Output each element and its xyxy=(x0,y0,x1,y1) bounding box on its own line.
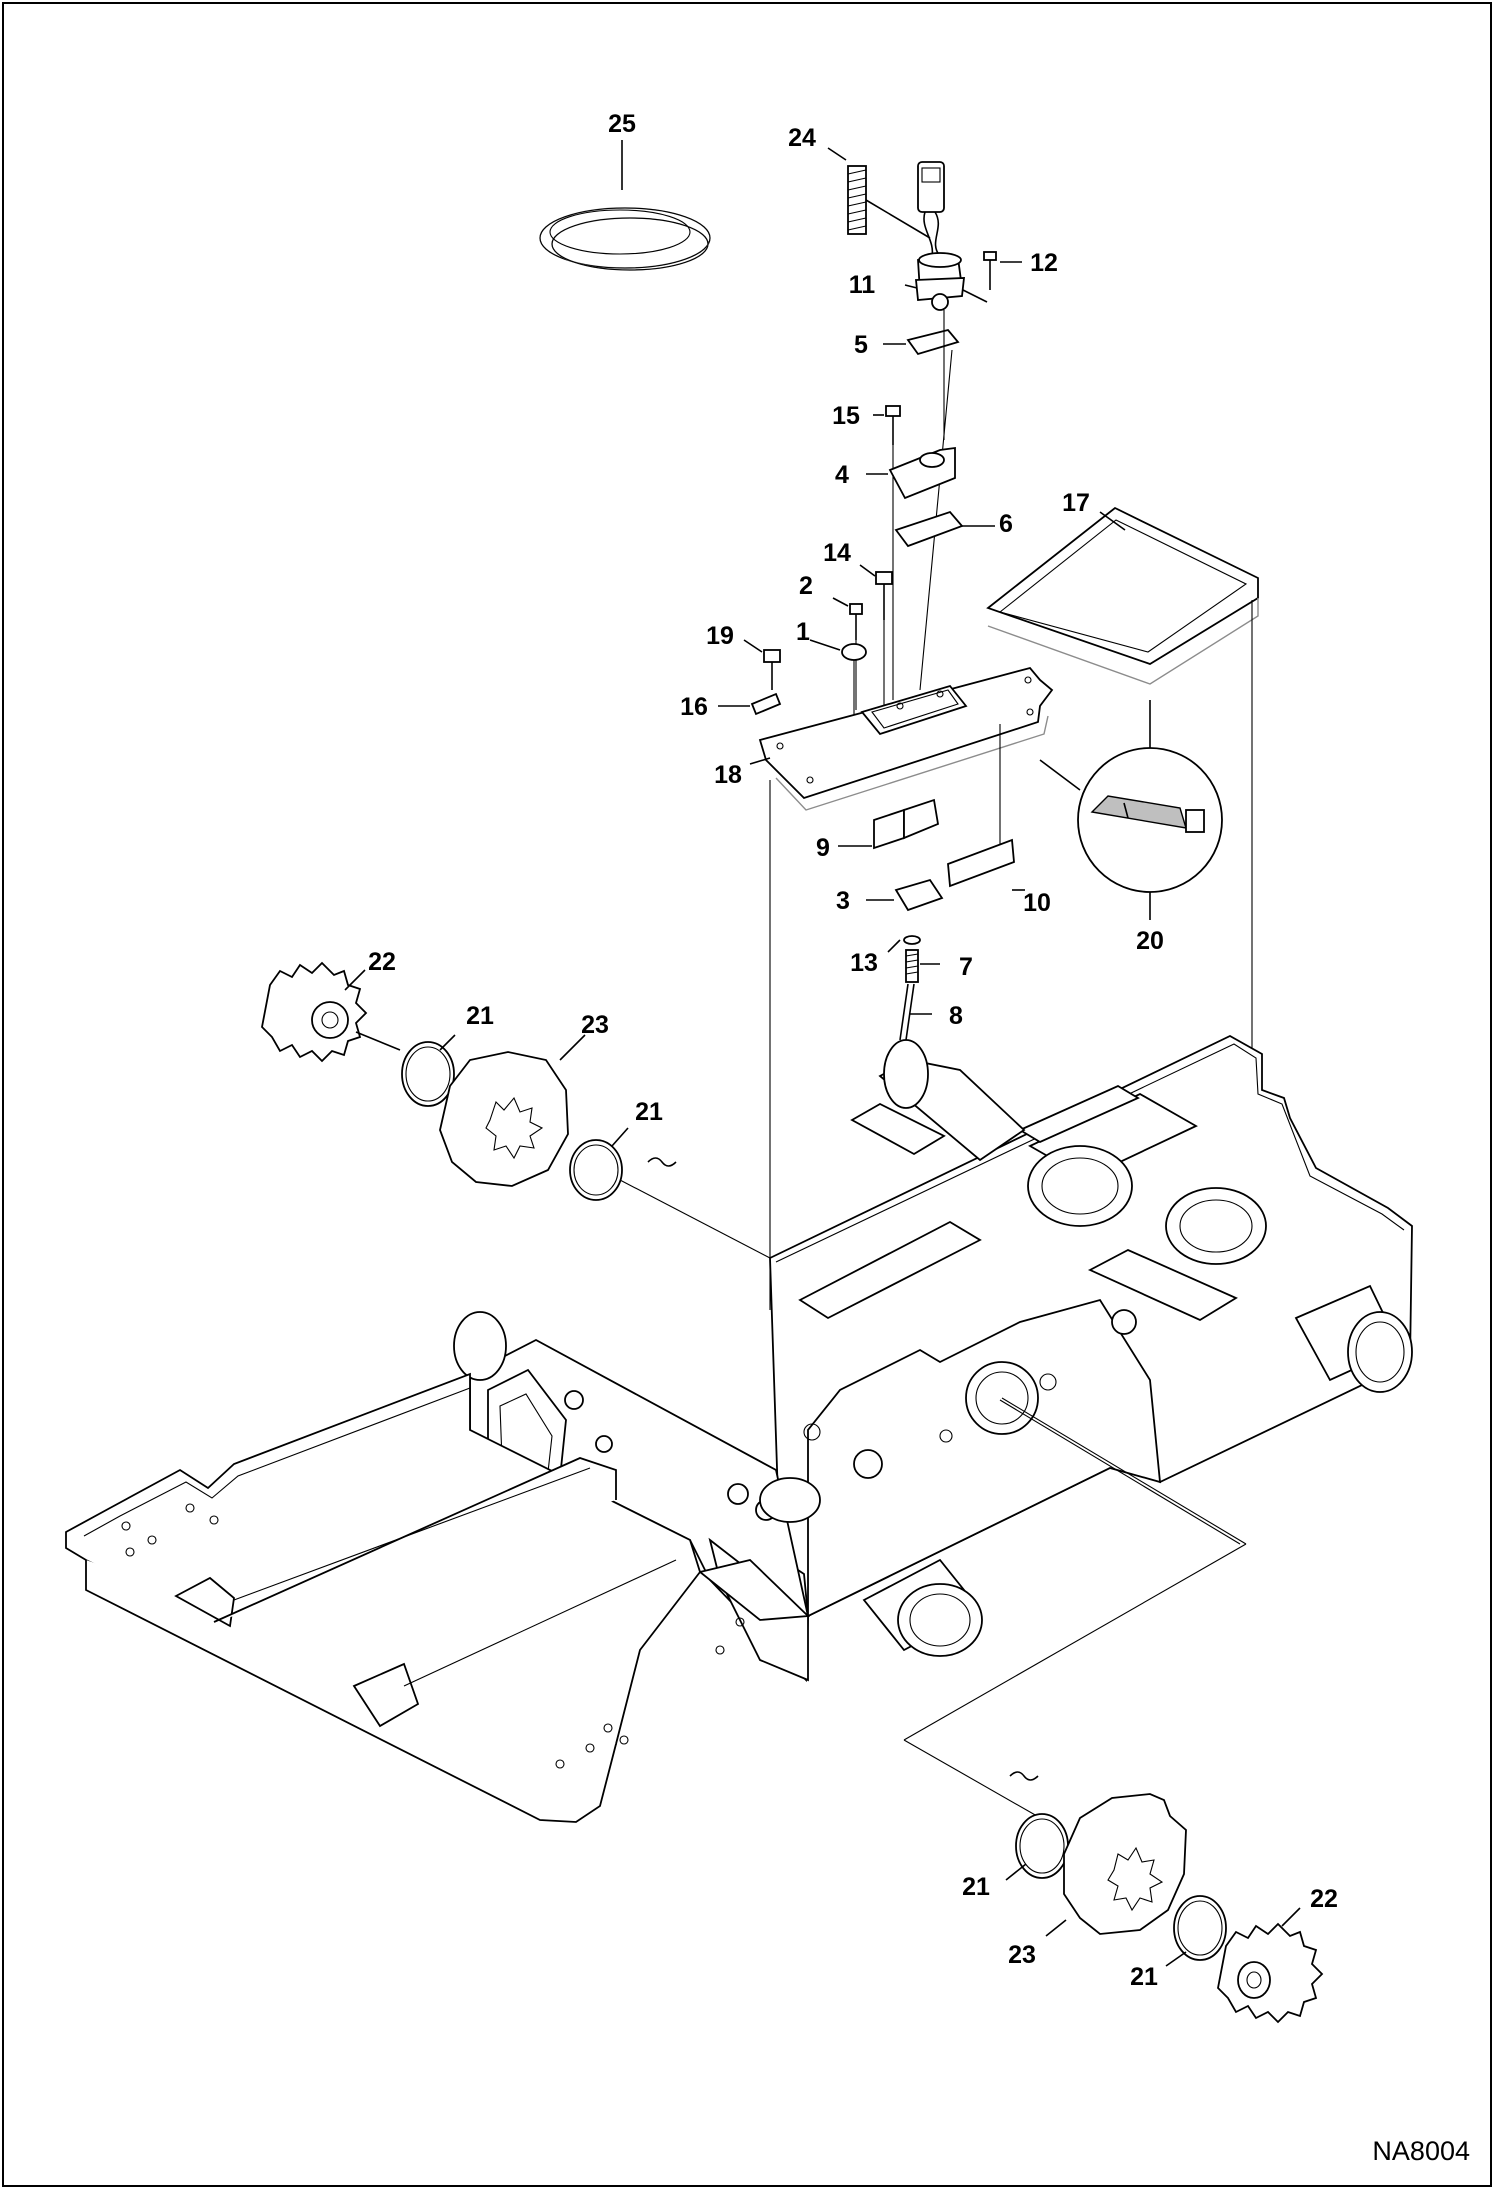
block-3-part xyxy=(894,878,944,912)
leader-11 xyxy=(904,284,918,289)
leader-24 xyxy=(827,147,847,161)
callout-6: 6 xyxy=(999,510,1013,538)
snap-ring-21-top-b xyxy=(569,1139,623,1201)
leader-13 xyxy=(887,939,901,953)
callout-11: 11 xyxy=(849,271,876,299)
leader-24b xyxy=(865,199,931,239)
sprocket-22-bot xyxy=(1217,1922,1324,2024)
cover-plate-18-part xyxy=(758,666,1054,811)
callout-12: 12 xyxy=(1030,249,1058,277)
callout-25: 25 xyxy=(608,110,636,138)
leader-22-top xyxy=(344,969,366,991)
leader-21-top-b xyxy=(611,1127,629,1147)
callout-21-bot-a: 21 xyxy=(962,1873,990,1901)
leader-21-bot-a xyxy=(1005,1863,1027,1881)
thrust-plate-23-bot xyxy=(1063,1793,1187,1935)
leader-23-bot xyxy=(1045,1919,1067,1937)
cap-1-part xyxy=(841,643,867,661)
axis-line-center xyxy=(1001,1397,1247,1545)
leader-22-bot xyxy=(1281,1907,1301,1927)
callout-13: 13 xyxy=(850,949,878,977)
callout-23-bot: 23 xyxy=(1008,1941,1036,1969)
callout-23-top: 23 xyxy=(581,1011,609,1039)
leader-23-top xyxy=(559,1034,586,1061)
axis-line-bottom xyxy=(903,1739,1045,1821)
callout-22-bot: 22 xyxy=(1310,1885,1338,1913)
callout-19: 19 xyxy=(706,622,734,650)
callout-21-top-a: 21 xyxy=(466,1002,494,1030)
snap-ring-21-bot-b xyxy=(1173,1895,1227,1961)
sleeve-part xyxy=(847,165,867,235)
pin-clip-top xyxy=(647,1157,677,1167)
leader-14 xyxy=(859,564,876,577)
callout-21-top-b: 21 xyxy=(635,1098,663,1126)
callout-10: 10 xyxy=(1023,889,1051,917)
callout-15: 15 xyxy=(832,402,860,430)
leader-12b xyxy=(962,289,988,303)
spring-pin-part xyxy=(899,935,921,1041)
chassis-frame xyxy=(65,1034,1413,1823)
block-10-part xyxy=(947,838,1015,888)
bolt-19-part xyxy=(763,649,781,690)
leader-19 xyxy=(743,639,763,653)
callout-20: 20 xyxy=(1136,927,1164,955)
callout-5: 5 xyxy=(854,331,868,359)
thrust-plate-23-top xyxy=(439,1051,569,1187)
sensor-part xyxy=(915,161,966,311)
leader-20a xyxy=(1039,759,1081,791)
callout-21-bot-b: 21 xyxy=(1130,1963,1158,1991)
gasket-6-part xyxy=(894,510,964,548)
pin-clip-bottom xyxy=(1009,1771,1039,1781)
sprocket-axis-top xyxy=(355,1031,401,1051)
callout-7: 7 xyxy=(959,953,973,981)
callout-18: 18 xyxy=(714,761,742,789)
callout-24: 24 xyxy=(788,124,816,152)
leader-1 xyxy=(809,639,841,651)
leader-21-top-a xyxy=(439,1034,456,1051)
callout-14: 14 xyxy=(823,539,851,567)
clip-16-part xyxy=(750,692,782,716)
leader-18 xyxy=(749,757,771,765)
plate-17-part xyxy=(986,506,1259,685)
bolt-15-part xyxy=(885,405,901,700)
callout-4: 4 xyxy=(835,461,849,489)
callout-22-top: 22 xyxy=(368,948,396,976)
block-9-part xyxy=(873,798,940,850)
sprocket-22-top xyxy=(261,961,368,1063)
bolt-14-part xyxy=(875,571,893,710)
callout-1: 1 xyxy=(796,618,810,646)
snap-ring-21-bot-a xyxy=(1015,1813,1069,1879)
leader-21-bot-b xyxy=(1165,1951,1187,1967)
axis-line-top xyxy=(619,1179,771,1259)
callout-2: 2 xyxy=(799,572,813,600)
leader-17 xyxy=(1099,511,1126,531)
diagram-code: NA8004 xyxy=(1372,2136,1470,2166)
snap-ring-21-top-a xyxy=(401,1041,455,1107)
callout-8: 8 xyxy=(949,1002,963,1030)
bolt-12-part xyxy=(983,251,997,290)
gasket-5-part xyxy=(906,328,960,356)
sealant-tube-part xyxy=(1077,747,1223,893)
axis-line-down xyxy=(903,1543,1247,1741)
callout-3: 3 xyxy=(836,887,850,915)
callout-17: 17 xyxy=(1062,489,1090,517)
callout-16: 16 xyxy=(680,693,708,721)
leader-2 xyxy=(832,597,849,607)
hose-coil-part xyxy=(539,207,711,271)
callout-9: 9 xyxy=(816,834,830,862)
